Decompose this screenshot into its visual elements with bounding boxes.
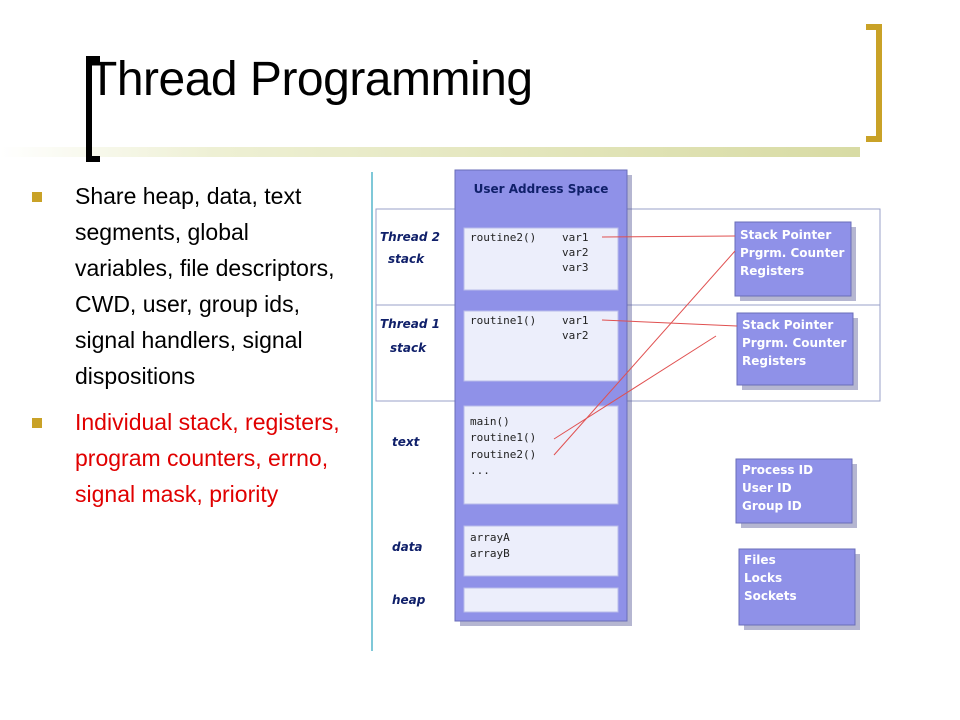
locks-label: Locks (744, 571, 782, 585)
files-label: Files (744, 553, 776, 567)
text-line-main: main() (470, 415, 510, 428)
sockets-label: Sockets (744, 589, 797, 603)
diagram-canvas: User Address Space Thread 2 stack Thread… (371, 169, 881, 651)
title-underline-bar (0, 147, 860, 157)
thread2-var1: var1 (562, 231, 589, 244)
thread1-stack-to-registers-line (601, 319, 738, 327)
thread2-var3: var3 (562, 261, 589, 274)
thread1-reg-registers: Registers (742, 354, 806, 368)
group-id-label: Group ID (742, 499, 802, 513)
thread2-label: Thread 2 (380, 230, 440, 244)
thread2-reg-registers: Registers (740, 264, 804, 278)
data-segment-label: data (392, 540, 423, 554)
data-line-arrayA: arrayA (470, 531, 510, 544)
data-segment (463, 525, 619, 577)
bullet-list: Share heap, data, text segments, global … (30, 178, 348, 522)
thread1-stack-label: stack (390, 341, 427, 355)
thread2-routine-label: routine2() (470, 231, 536, 244)
thread2-var2: var2 (562, 246, 589, 259)
text-segment (463, 405, 619, 505)
text-line-routine2: routine2() (470, 448, 536, 461)
thread1-label: Thread 1 (380, 317, 440, 331)
thread1-stack-segment (463, 310, 619, 382)
thread2-registers-box (734, 221, 852, 297)
thread2-reg-stack-pointer: Stack Pointer (740, 228, 831, 242)
thread1-reg-program-counter: Prgrm. Counter (742, 336, 846, 350)
text-segment-label: text (392, 435, 421, 449)
thread1-var1: var1 (562, 314, 589, 327)
square-bullet-icon (32, 192, 42, 202)
user-id-label: User ID (742, 481, 792, 495)
process-id-label: Process ID (742, 463, 813, 477)
thread1-reg-stack-pointer: Stack Pointer (742, 318, 833, 332)
thread1-var2: var2 (562, 329, 589, 342)
bullet-item-individual: Individual stack, registers, program cou… (30, 404, 348, 512)
thread-address-space-diagram: User Address Space Thread 2 stack Thread… (366, 166, 886, 666)
routine1-to-thread1-counter-line (553, 335, 717, 440)
heap-segment-label: heap (392, 593, 426, 607)
slide-title: Thread Programming (88, 53, 533, 106)
right-bracket-decoration (866, 24, 882, 142)
process-ids-box (735, 458, 853, 524)
thread2-reg-program-counter: Prgrm. Counter (740, 246, 844, 260)
square-bullet-icon (32, 418, 42, 428)
thread2-stack-segment (463, 227, 619, 291)
address-space-header: User Address Space (474, 182, 609, 196)
thread1-routine-label: routine1() (470, 314, 536, 327)
heap-segment (463, 587, 619, 613)
resources-box (738, 548, 856, 626)
thread1-registers-box (736, 312, 854, 386)
text-line-ellipsis: ... (470, 464, 490, 477)
bullet-text-individual: Individual stack, registers, program cou… (75, 409, 340, 507)
data-line-arrayB: arrayB (470, 547, 510, 560)
thread2-stack-label: stack (388, 252, 425, 266)
text-line-routine1: routine1() (470, 431, 536, 444)
left-bracket-decoration (86, 56, 100, 162)
thread1-region-outline (375, 304, 881, 402)
thread2-stack-to-registers-line (601, 235, 736, 238)
bullet-item-shared: Share heap, data, text segments, global … (30, 178, 348, 394)
bullet-text-shared: Share heap, data, text segments, global … (75, 183, 335, 389)
routine2-to-thread2-counter-line (553, 250, 736, 456)
